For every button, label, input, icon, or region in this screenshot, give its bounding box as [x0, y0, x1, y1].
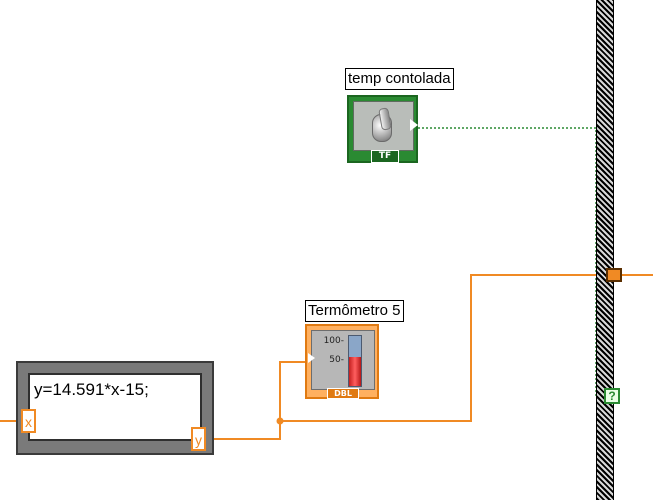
thermometer-label[interactable]: Termômetro 5 [305, 300, 404, 322]
output-arrow-icon [410, 119, 418, 131]
formula-output-y[interactable]: y [191, 427, 206, 451]
thermometer-icon: 100- 50- [311, 330, 375, 390]
thermometer-tube [348, 335, 362, 387]
loop-structure-border[interactable] [596, 0, 614, 500]
scale-mid-label: 50- [329, 355, 344, 365]
scale-top-label: 100- [323, 336, 344, 346]
boolean-label[interactable]: temp contolada [345, 68, 454, 90]
numeric-wire-main[interactable] [206, 274, 606, 440]
wire-junction-dot [276, 417, 284, 425]
boolean-terminal[interactable]: TF [347, 95, 418, 163]
thermometer-terminal[interactable]: 100- 50- DBL [305, 324, 379, 399]
thermometer-scale: 100- 50- [318, 335, 344, 375]
formula-input-x[interactable]: x [21, 409, 36, 433]
boolean-tunnel[interactable]: ? [604, 388, 620, 404]
boolean-wire[interactable] [418, 127, 606, 397]
input-arrow-icon [308, 353, 315, 363]
type-badge-dbl: DBL [327, 388, 359, 399]
thermometer-fill [349, 357, 361, 386]
numeric-wire-branch-thermometer[interactable] [279, 361, 305, 421]
type-badge-tf: TF [371, 150, 399, 163]
toggle-switch-icon [353, 101, 414, 151]
numeric-tunnel[interactable] [606, 268, 622, 282]
formula-node[interactable]: y=14.591*x-15; [16, 361, 214, 455]
formula-expression[interactable]: y=14.591*x-15; [28, 373, 202, 441]
